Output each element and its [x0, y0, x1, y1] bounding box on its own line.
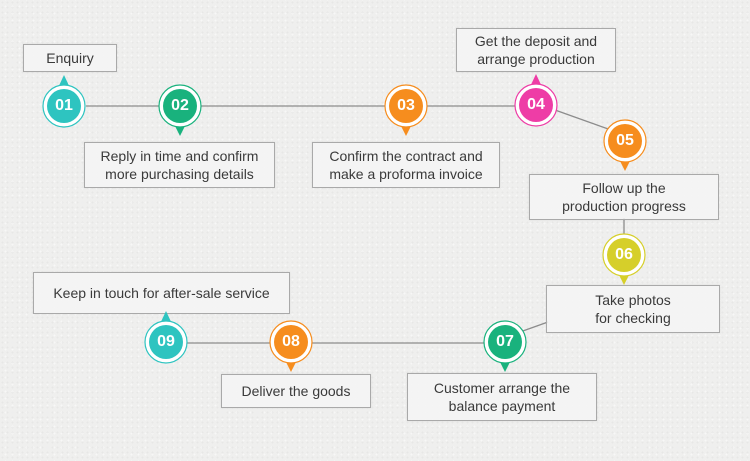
step-number: 01	[55, 97, 73, 114]
step-09-marker: 09	[144, 308, 192, 364]
step-marker-graphic	[144, 311, 188, 364]
step-08-marker: 08	[269, 320, 317, 376]
step-number: 09	[157, 333, 175, 350]
step-09-label: Keep in touch for after-sale service	[33, 272, 290, 314]
step-marker-graphic	[269, 320, 313, 372]
step-marker-graphic	[158, 84, 202, 136]
step-03-marker: 03	[384, 84, 432, 140]
step-number: 07	[496, 333, 514, 350]
marker-disc	[47, 89, 81, 123]
step-number: 06	[615, 246, 633, 263]
step-08-label: Deliver the goods	[221, 374, 371, 408]
step-02-label: Reply in time and confirm more purchasin…	[84, 142, 275, 188]
step-marker-graphic	[384, 84, 428, 136]
step-number: 05	[616, 132, 634, 149]
step-number: 08	[282, 333, 300, 350]
step-07-label: Customer arrange the balance payment	[407, 373, 597, 421]
step-number: 02	[171, 97, 189, 114]
step-05-marker: 05	[603, 119, 651, 175]
marker-disc	[149, 325, 183, 359]
marker-disc	[488, 325, 522, 359]
marker-disc	[389, 89, 423, 123]
step-01-label: Enquiry	[23, 44, 117, 72]
marker-disc	[607, 238, 641, 272]
marker-disc	[274, 325, 308, 359]
step-02-marker: 02	[158, 84, 206, 140]
step-03-label: Confirm the contract and make a proforma…	[312, 142, 500, 188]
step-06-label: Take photos for checking	[546, 285, 720, 333]
step-marker-graphic	[602, 233, 646, 285]
marker-disc	[519, 88, 553, 122]
connector-06-07	[519, 321, 549, 333]
step-04-label: Get the deposit and arrange production	[456, 28, 616, 72]
marker-disc	[163, 89, 197, 123]
step-marker-graphic	[42, 75, 86, 128]
step-04-marker: 04	[514, 71, 562, 127]
step-01-marker: 01	[42, 72, 90, 128]
step-number: 04	[527, 96, 545, 113]
step-number: 03	[397, 97, 415, 114]
connector-04-05	[554, 109, 612, 131]
step-marker-graphic	[603, 119, 647, 171]
step-marker-graphic	[514, 74, 558, 127]
marker-disc	[608, 124, 642, 158]
step-05-label: Follow up the production progress	[529, 174, 719, 220]
step-07-marker: 07	[483, 320, 531, 376]
step-marker-graphic	[483, 320, 527, 372]
step-06-marker: 06	[602, 233, 650, 289]
